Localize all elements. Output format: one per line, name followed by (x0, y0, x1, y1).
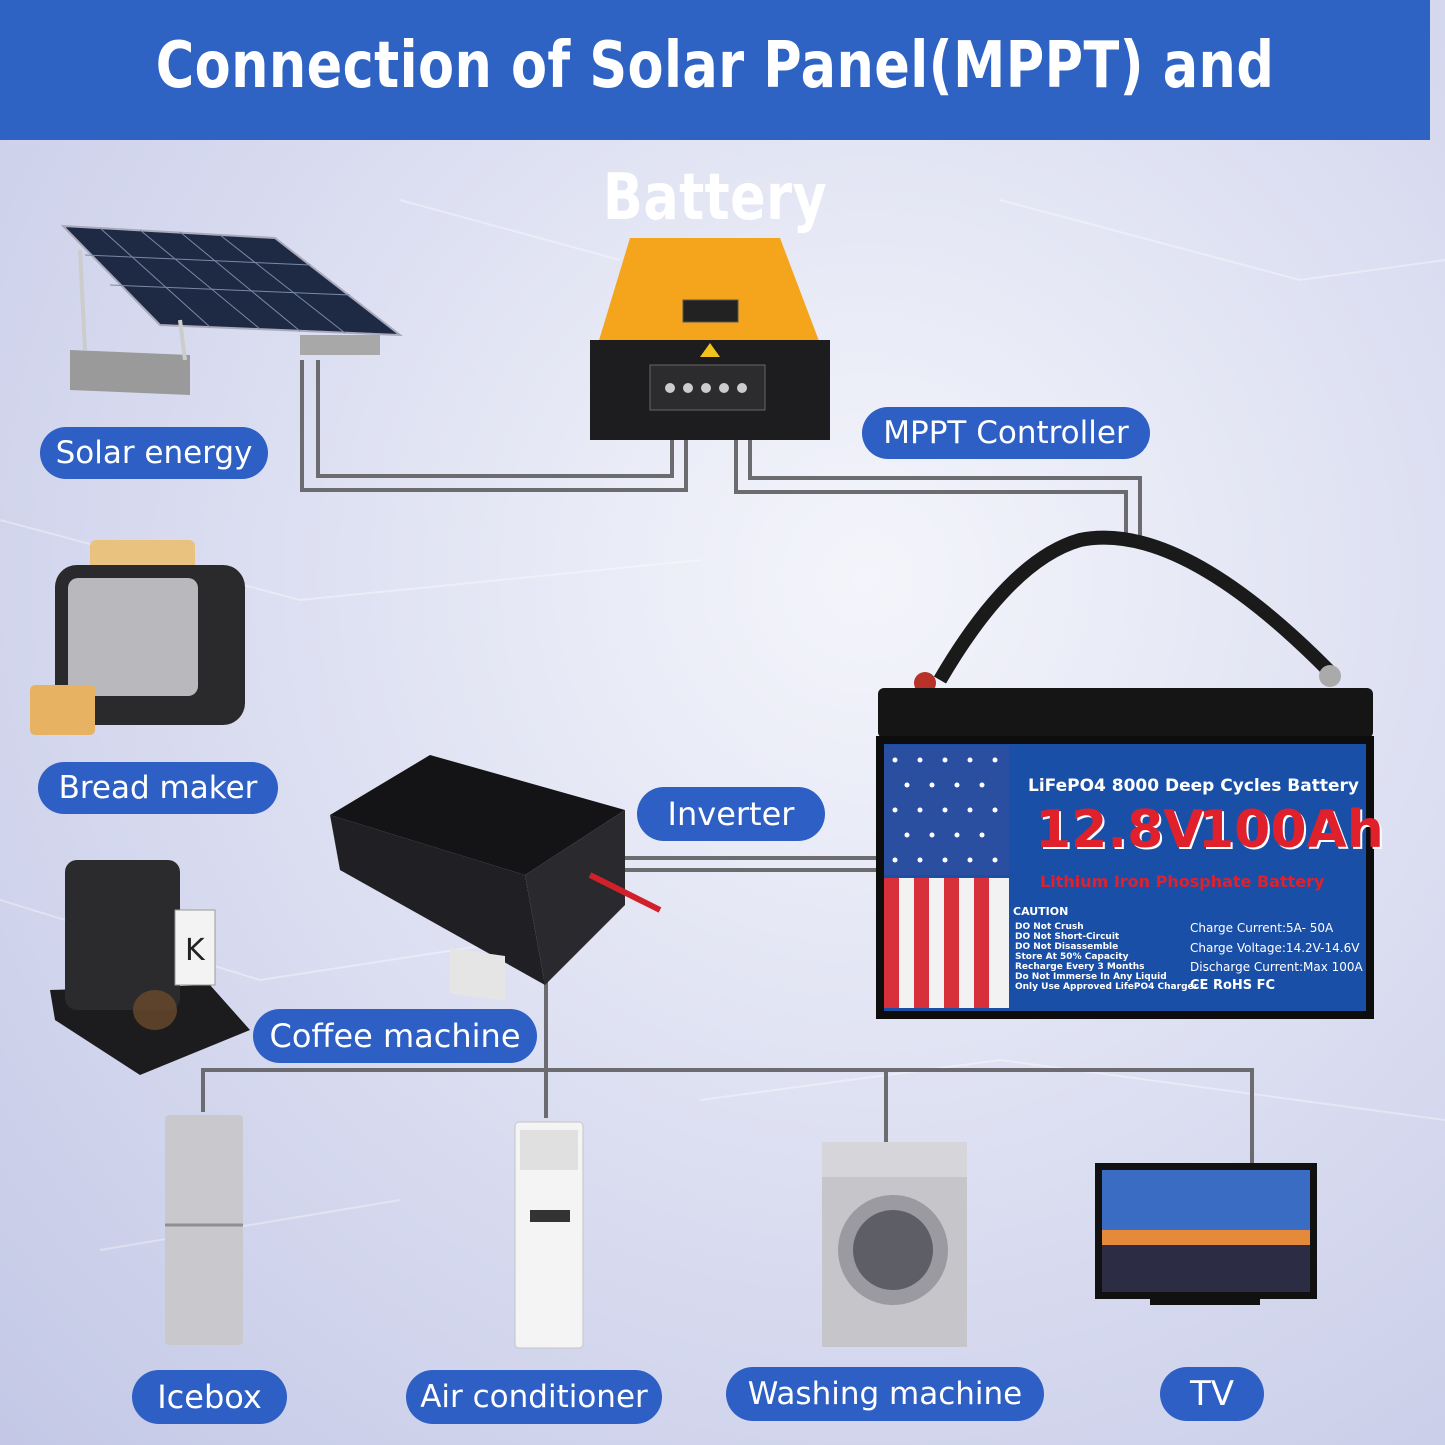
wiring (201, 360, 1254, 1165)
battery-spec-0: Charge Current:5A- 50A (1190, 921, 1334, 935)
battery-voltage: 12.8V (1035, 800, 1204, 860)
battery-caution-2: DO Not Disassemble (1015, 942, 1119, 952)
battery-spec-1: Charge Voltage:14.2V-14.6V (1190, 941, 1360, 955)
battery-caution-5: Do Not Immerse In Any Liquid (1015, 972, 1167, 982)
battery-caution-0: DO Not Crush (1015, 922, 1084, 932)
battery-chemistry: Lithium Iron Phosphate Battery (1040, 872, 1325, 891)
label-solar-energy: Solar energy (40, 427, 268, 479)
battery-image (876, 530, 1374, 1019)
battery-capacity: 100Ah (1198, 800, 1384, 860)
label-washing-machine: Washing machine (726, 1367, 1044, 1421)
svg-text:K: K (185, 933, 206, 968)
battery-caution-1: DO Not Short-Circuit (1015, 932, 1120, 942)
coffee-machine-image: K (50, 860, 250, 1075)
label-inverter: Inverter (637, 787, 825, 841)
battery-caution-6: Only Use Approved LifePO4 Charger (1015, 982, 1199, 992)
bread-maker-image (30, 540, 245, 735)
label-mppt-controller: MPPT Controller (862, 407, 1150, 459)
mppt-controller-image (590, 238, 830, 440)
header-bar (0, 0, 1430, 140)
air-conditioner-image (514, 1121, 584, 1349)
battery-caution-3: Store At 50% Capacity (1015, 952, 1129, 962)
label-coffee-machine: Coffee machine (253, 1009, 537, 1063)
tv-image (1095, 1163, 1317, 1305)
icebox-image (165, 1115, 243, 1345)
wire-battery-positive (748, 430, 1142, 540)
wire-battery-negative (734, 430, 1128, 540)
inverter-image (330, 755, 662, 1001)
battery-spec-2: Discharge Current:Max 100A (1190, 960, 1363, 974)
battery-headline: LiFePO4 8000 Deep Cycles Battery (1028, 776, 1359, 796)
battery-caution-title: CAUTION (1013, 905, 1069, 918)
label-bread-maker: Bread maker (38, 762, 278, 814)
label-tv: TV (1160, 1367, 1264, 1421)
battery-certification-marks: CE RoHS FC (1190, 978, 1276, 993)
label-icebox: Icebox (132, 1370, 287, 1424)
washing-machine-image (822, 1142, 967, 1347)
wire-solar-positive (316, 360, 674, 478)
wire-solar-negative (300, 360, 688, 492)
label-air-conditioner: Air conditioner (406, 1370, 662, 1424)
solar-panel-image (60, 224, 404, 395)
battery-caution-4: Recharge Every 3 Months (1015, 962, 1145, 972)
page-title: Connection of Solar Panel(MPPT) and Batt… (155, 29, 1275, 235)
wire-load-bus (201, 1068, 1254, 1165)
